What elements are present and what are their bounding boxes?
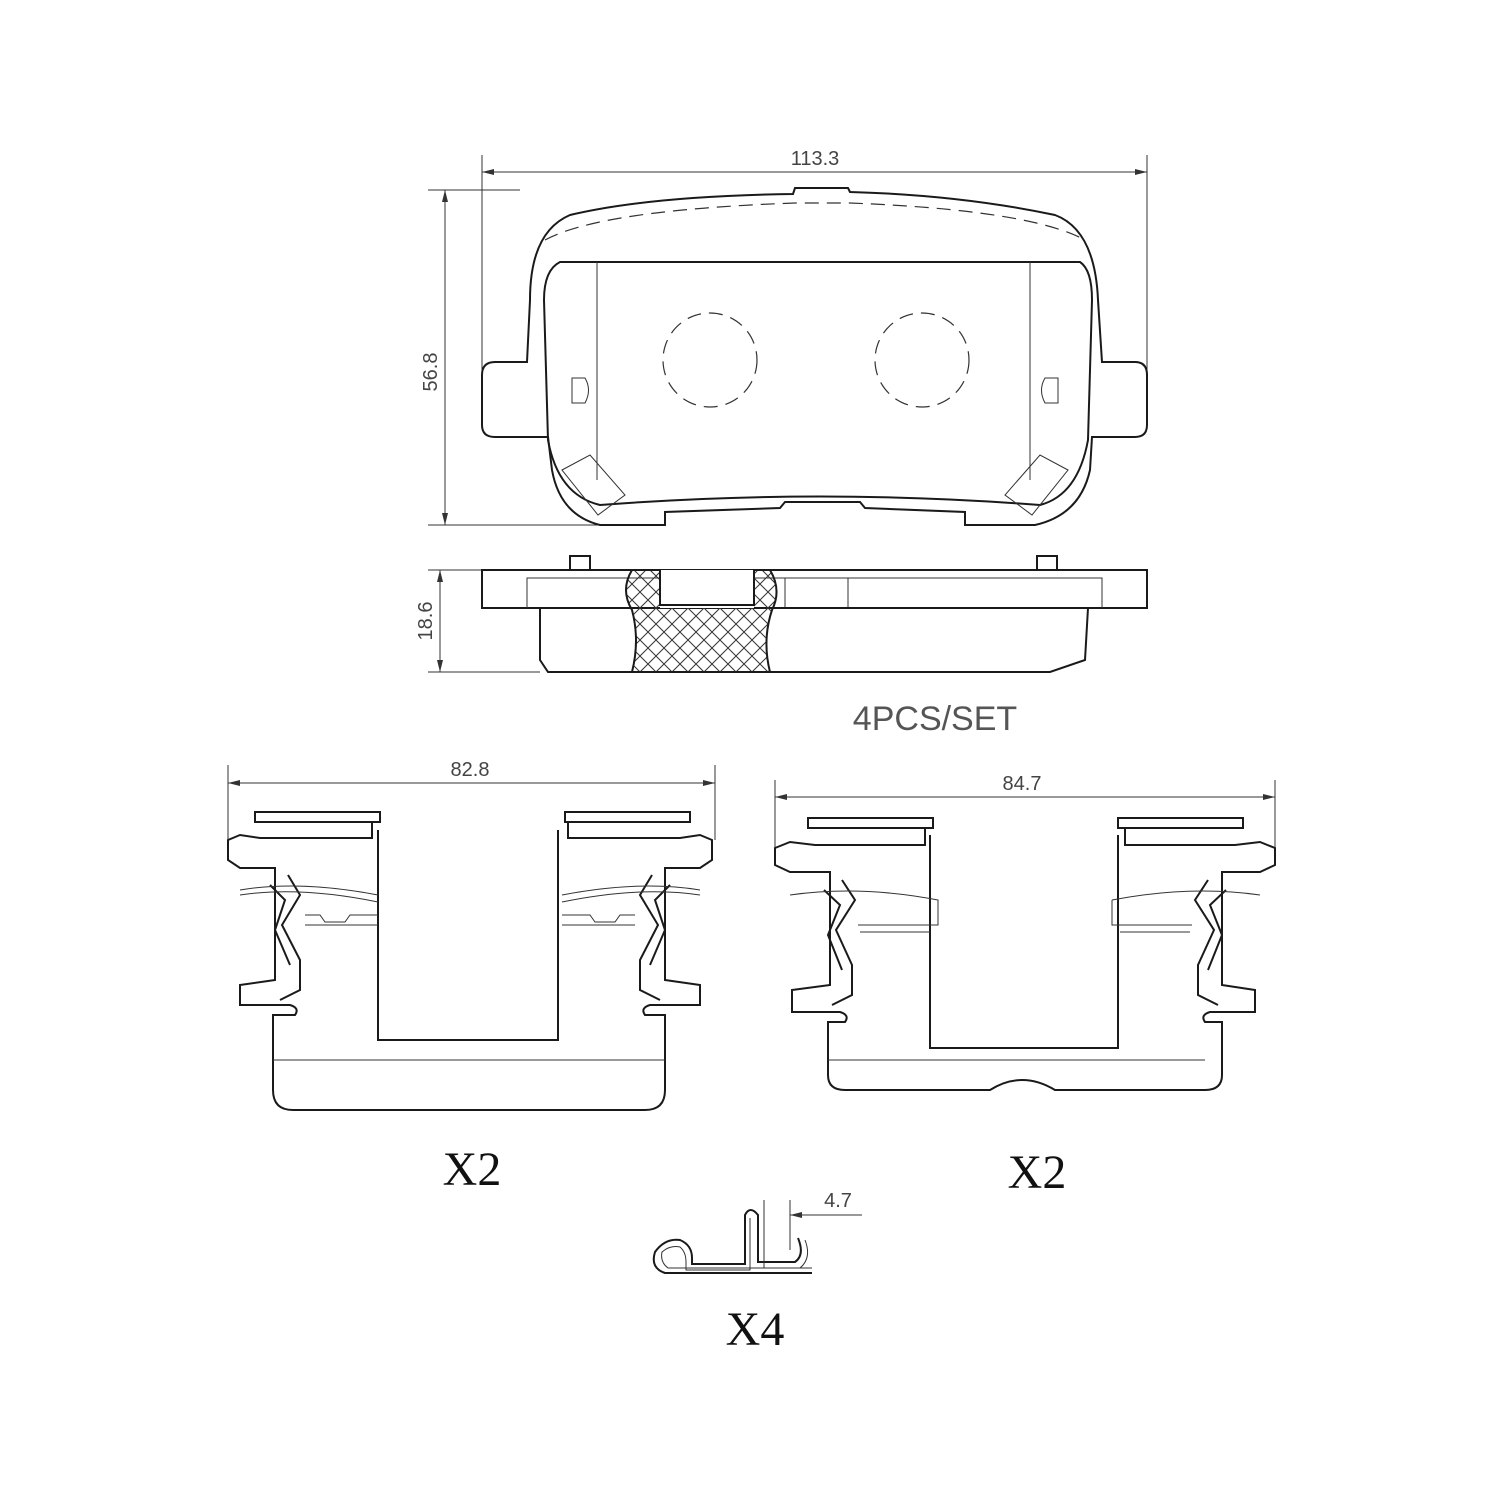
clip-right: 84.7 X2 [774, 773, 1276, 1199]
set-label: 4PCS/SET [853, 700, 1017, 738]
clip-left: 82.8 X2 [227, 759, 716, 1196]
pad-height-dimension: 56.8 [420, 353, 442, 392]
clip-right-quantity: X2 [1008, 1146, 1067, 1199]
pad-top-view: 113.3 56.8 [420, 148, 1148, 526]
spring-clip: 4.7 X4 [652, 1190, 862, 1356]
piston-circle-left [662, 312, 758, 408]
clip-right-width-dimension: 84.7 [1003, 773, 1042, 795]
spring-clip-quantity: X4 [726, 1303, 785, 1356]
pad-thickness-dimension: 18.6 [415, 602, 437, 641]
clip-left-width-dimension: 82.8 [451, 759, 490, 781]
pad-side-view: 18.6 4PCS/SET [415, 555, 1148, 738]
clip-left-quantity: X2 [443, 1143, 502, 1196]
spring-clip-dimension: 4.7 [824, 1190, 852, 1212]
piston-circle-right [874, 312, 970, 408]
pad-width-dimension: 113.3 [791, 148, 840, 170]
